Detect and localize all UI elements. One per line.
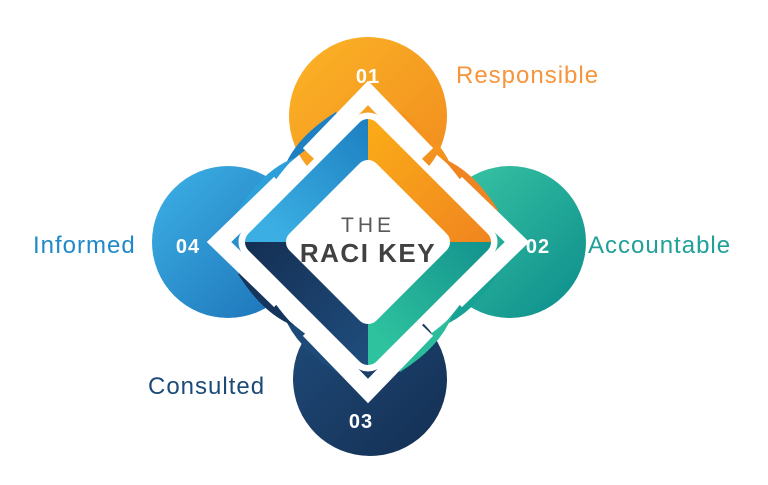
number-responsible: 01 — [356, 66, 380, 88]
label-informed: Informed — [33, 232, 136, 259]
label-accountable: Accountable — [588, 232, 731, 259]
center-title-the: THE — [341, 214, 395, 237]
number-informed: 04 — [176, 236, 200, 258]
label-consulted: Consulted — [148, 373, 265, 400]
label-responsible: Responsible — [456, 62, 599, 89]
center-title-raci-key: RACI KEY — [300, 238, 436, 268]
number-consulted: 03 — [349, 411, 373, 433]
number-accountable: 02 — [526, 236, 550, 258]
diamond-ring — [238, 112, 498, 372]
center-diamond — [285, 159, 451, 325]
